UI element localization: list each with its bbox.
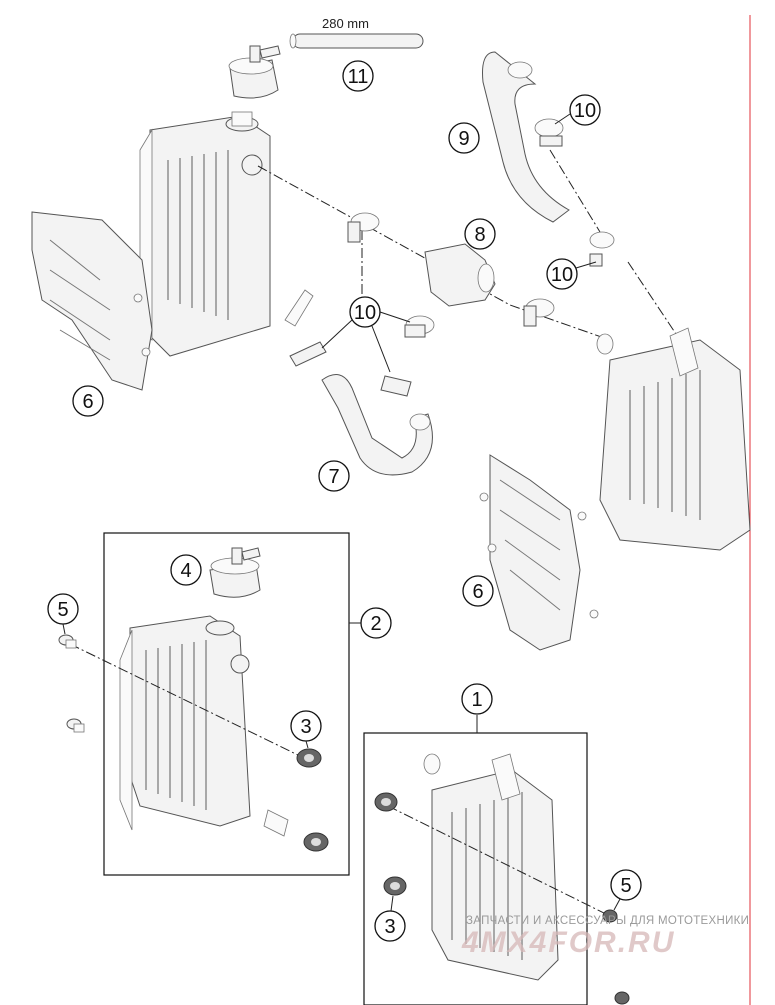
leader-3-a <box>305 740 309 749</box>
leader-3-b <box>390 895 394 912</box>
callout-3: 3 <box>290 710 322 742</box>
watermark-logo: 4MX4FOR.RU <box>461 926 675 959</box>
leader-5-b <box>613 898 621 911</box>
callout-9: 9 <box>448 122 480 154</box>
coolant-connector <box>424 243 496 307</box>
callout-5: 5 <box>610 869 642 901</box>
hose-clamp <box>380 375 412 397</box>
svg-text:5: 5 <box>620 875 631 897</box>
rubber-grommet <box>383 876 407 896</box>
svg-text:5: 5 <box>57 599 68 621</box>
callout-7: 7 <box>318 460 350 492</box>
radiator-shroud-right <box>479 454 599 651</box>
bleed-hose <box>289 33 424 49</box>
svg-text:3: 3 <box>384 916 395 938</box>
svg-text:2: 2 <box>370 613 381 635</box>
radiator-fins <box>451 792 523 960</box>
bolt <box>602 909 618 923</box>
hose-clamp <box>523 298 555 327</box>
center-line-grommet <box>387 805 611 917</box>
callout-8: 8 <box>464 218 496 250</box>
radiator-right-assembly <box>423 753 559 981</box>
leader-10-a <box>554 113 571 125</box>
radiator-right-top <box>596 327 751 551</box>
callout-6: 6 <box>462 575 494 607</box>
svg-text:4: 4 <box>180 560 191 582</box>
hose-clamp <box>347 212 380 243</box>
radiator-fins <box>167 150 229 320</box>
bolt <box>614 991 630 1005</box>
svg-text:10: 10 <box>551 264 573 286</box>
center-line-top <box>257 165 611 341</box>
rubber-grommet <box>296 748 322 768</box>
callout-11: 11 <box>342 60 374 92</box>
callout-10: 10 <box>349 296 381 328</box>
radiator-fins <box>145 640 207 810</box>
rubber-grommet <box>303 832 329 852</box>
watermark-text: ЗАПЧАСТИ И АКСЕССУАРЫ ДЛЯ МОТОТЕХНИКИ <box>466 915 749 927</box>
callout-6: 6 <box>72 385 104 417</box>
radiator-cap-top <box>228 45 281 99</box>
radiator-hose-upper <box>482 51 570 223</box>
rubber-grommet <box>374 792 398 812</box>
svg-text:6: 6 <box>472 581 483 603</box>
svg-text:7: 7 <box>328 466 339 488</box>
svg-text:10: 10 <box>574 100 596 122</box>
center-line-hose <box>549 149 601 233</box>
callout-2: 2 <box>360 607 392 639</box>
svg-text:3: 3 <box>300 716 311 738</box>
svg-text:10: 10 <box>354 302 376 324</box>
hose-clamp <box>404 315 435 338</box>
hose-clamp <box>534 118 564 147</box>
radiator-left-top <box>139 111 314 357</box>
svg-text:1: 1 <box>471 689 482 711</box>
hose-clamp <box>289 341 327 367</box>
svg-text:6: 6 <box>82 391 93 413</box>
leader-5-a <box>62 623 66 635</box>
callout-4: 4 <box>170 554 202 586</box>
callout-10: 10 <box>569 94 601 126</box>
center-line-right <box>627 261 681 341</box>
bolt <box>58 634 77 649</box>
radiator-fins <box>629 370 701 520</box>
leader-10-c <box>321 311 411 373</box>
radiator-left-assembly <box>119 615 289 837</box>
callout-10: 10 <box>546 258 578 290</box>
assembly-frame-right <box>363 732 588 1005</box>
svg-text:9: 9 <box>458 128 469 150</box>
radiator-hose-lower <box>321 374 433 476</box>
center-line-bolt <box>69 643 301 757</box>
radiator-shroud-left <box>31 211 153 391</box>
hose-length-label: 280 mm <box>322 16 369 31</box>
leader-10-b <box>575 261 597 269</box>
callout-5: 5 <box>47 593 79 625</box>
hose-clamp <box>589 231 615 267</box>
radiator-cap <box>209 547 261 598</box>
svg-text:11: 11 <box>348 66 369 88</box>
callout-3: 3 <box>374 910 406 942</box>
callout-1: 1 <box>461 683 493 715</box>
svg-text:8: 8 <box>474 224 485 246</box>
bolt <box>66 718 85 733</box>
assembly-frame-left <box>103 532 350 876</box>
